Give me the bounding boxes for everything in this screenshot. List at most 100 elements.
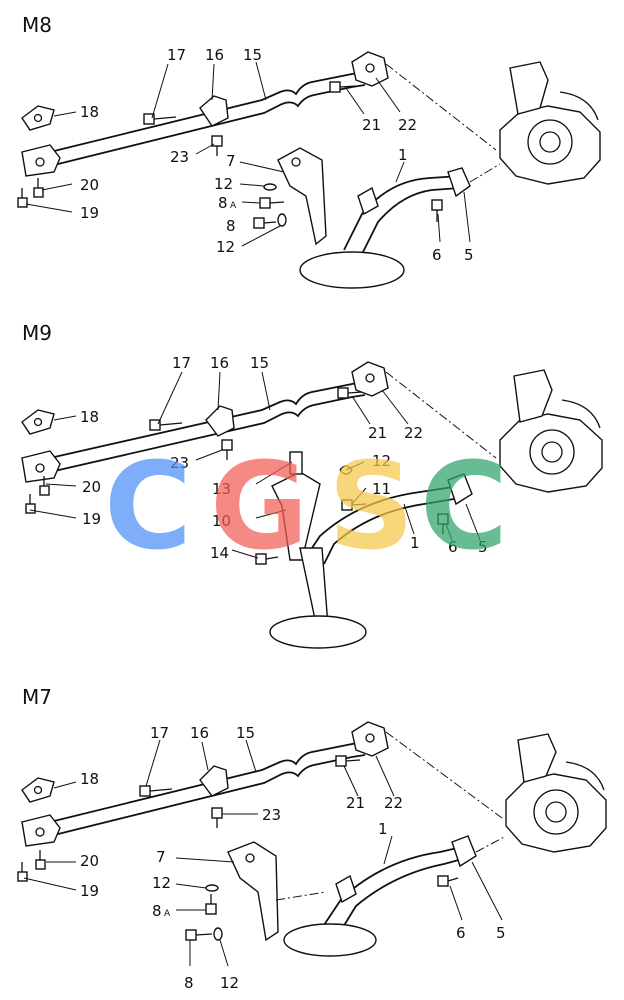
- callout-12a: 12: [152, 874, 171, 892]
- bolt-19: [17, 862, 28, 882]
- callout-18: 18: [80, 770, 99, 788]
- bolt-17: [139, 785, 173, 797]
- oil-pipe-15: [21, 51, 389, 177]
- callout-20: 20: [80, 176, 99, 194]
- bolt-6: [437, 513, 449, 534]
- callout-17: 17: [172, 354, 191, 372]
- bolt-21: [335, 755, 361, 767]
- washer-12b: [213, 927, 223, 941]
- gasket-18: [21, 105, 55, 131]
- callout-16: 16: [205, 46, 224, 64]
- callout-17: 17: [167, 46, 186, 64]
- callout-7: 7: [156, 848, 166, 866]
- oil-strainer: [269, 615, 367, 649]
- bolt-20: [39, 476, 50, 496]
- bolt-6: [431, 199, 443, 222]
- gasket-5: [447, 167, 471, 198]
- oil-pipe-15: [21, 721, 389, 847]
- callout-23: 23: [170, 454, 189, 472]
- bolt-17: [143, 113, 177, 125]
- pipe-end-fitting: [21, 814, 61, 847]
- flange-gasket-22: [351, 361, 389, 397]
- bracket-7: [277, 147, 327, 246]
- callout-5: 5: [478, 538, 488, 556]
- oil-strainer: [299, 251, 405, 289]
- section-title-m9: M9: [22, 321, 52, 345]
- callout-18: 18: [80, 408, 99, 426]
- callout-8: 8: [184, 974, 194, 992]
- clamp-16: [199, 765, 229, 797]
- bolt-19: [17, 188, 28, 208]
- bolt-23: [211, 135, 223, 156]
- callout-12: 12: [372, 452, 391, 470]
- callout-20: 20: [80, 852, 99, 870]
- bolt-23: [221, 439, 233, 460]
- callout-1: 1: [398, 146, 408, 164]
- bolt-23: [211, 807, 223, 828]
- callout-11: 11: [372, 480, 391, 498]
- callout-13: 13: [212, 480, 231, 498]
- bolt-8a: [259, 197, 285, 209]
- assembly-line: [385, 371, 497, 459]
- callout-19: 19: [82, 510, 101, 528]
- leader-lines-m9: [29, 371, 481, 559]
- section-m9: M9: [21, 321, 603, 649]
- bolt-8: [185, 929, 213, 941]
- callout-21: 21: [368, 424, 387, 442]
- oil-pipe-15: [21, 361, 389, 483]
- bracket-7: [227, 841, 279, 942]
- washer-12: [205, 884, 219, 892]
- watermark-letter-2: G: [210, 438, 309, 577]
- washer-12b: [277, 213, 287, 227]
- callout-1: 1: [378, 820, 388, 838]
- watermark-letter-4: C: [420, 438, 508, 577]
- callout-23: 23: [170, 148, 189, 166]
- callout-8a: 8: [152, 902, 162, 920]
- bolt-14: [255, 553, 279, 565]
- callout-22: 22: [384, 794, 403, 812]
- callout-8: 8: [226, 217, 236, 235]
- oil-pump-m8: [499, 61, 601, 185]
- bolt-11: [341, 499, 367, 511]
- oil-strainer: [283, 923, 377, 957]
- section-m8: M8: [17, 13, 601, 289]
- leader-lines-m7: [23, 739, 503, 967]
- bolt-6: [437, 875, 459, 887]
- callout-15: 15: [250, 354, 269, 372]
- spring-washer-12: [339, 465, 353, 475]
- section-title-m8: M8: [22, 13, 52, 37]
- bolt-8: [253, 217, 277, 229]
- bolt-19: [25, 494, 36, 514]
- watermark-letter-1: C: [104, 438, 192, 577]
- callout-8a: 8: [218, 194, 228, 212]
- callout-15: 15: [243, 46, 262, 64]
- bolt-8a: [205, 894, 217, 915]
- gasket-18: [21, 409, 55, 435]
- callout-8a-suffix: A: [164, 909, 171, 919]
- bolt-21: [337, 387, 363, 399]
- callout-22: 22: [398, 116, 417, 134]
- callout-1: 1: [410, 534, 420, 552]
- pipe-end-fitting: [21, 144, 61, 177]
- oil-pump-m9: [499, 369, 603, 493]
- assembly-line: [385, 63, 497, 151]
- callout-19: 19: [80, 882, 99, 900]
- callout-16: 16: [210, 354, 229, 372]
- assembly-line-c: [275, 891, 327, 901]
- callout-20: 20: [82, 478, 101, 496]
- clamp-16: [199, 95, 229, 127]
- callout-6: 6: [448, 538, 458, 556]
- callout-12b: 12: [216, 238, 235, 256]
- bolt-17: [149, 419, 183, 431]
- assembly-line: [385, 731, 503, 819]
- suction-pipe-1: [299, 167, 471, 289]
- callout-23: 23: [262, 806, 281, 824]
- oil-pump-m7: [505, 733, 607, 853]
- watermark-letter-3: S: [328, 438, 414, 577]
- assembly-line-b: [475, 835, 507, 853]
- section-m7: M7: [17, 685, 607, 992]
- flange-gasket-22: [351, 721, 389, 757]
- gasket-18: [21, 777, 55, 803]
- gasket-5: [447, 473, 473, 506]
